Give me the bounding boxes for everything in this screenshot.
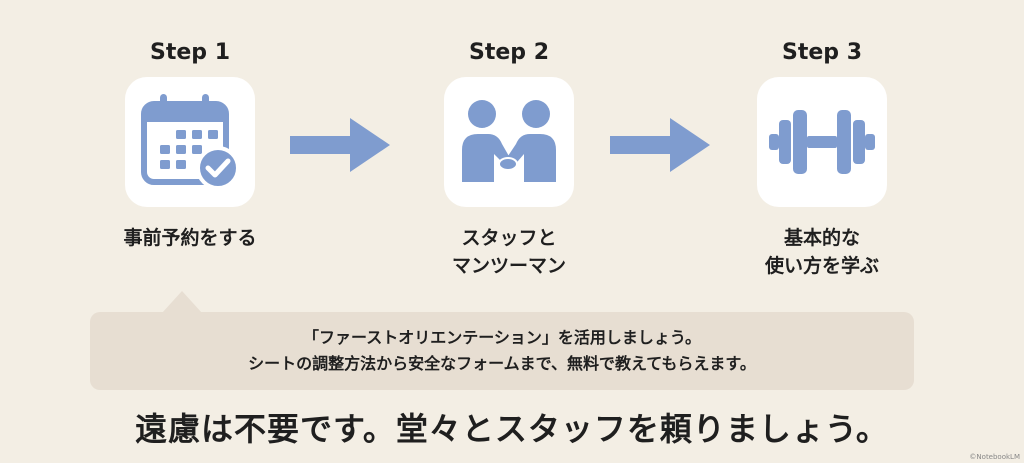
step-3-label-line-1: 基本的な bbox=[783, 227, 860, 249]
right-arrow-icon bbox=[290, 118, 390, 172]
step-1-title: Step 1 bbox=[150, 40, 230, 65]
right-arrow-icon bbox=[610, 118, 710, 172]
step-1-label: 事前予約をする bbox=[80, 225, 300, 253]
step-2-label: スタッフと マンツーマン bbox=[399, 225, 619, 280]
step-3-label-line-2: 使い方を学ぶ bbox=[764, 254, 879, 277]
step-1-label-line: 事前予約をする bbox=[123, 227, 257, 249]
note-line-2: シートの調整方法から安全なフォームまで、無料で教えてもらえます。 bbox=[248, 354, 756, 373]
step-2-icon-card bbox=[444, 77, 574, 207]
step-2: Step 2 スタッフと マンツーマン bbox=[399, 40, 619, 280]
step-3-label: 基本的な 使い方を学ぶ bbox=[712, 225, 932, 280]
step-2-label-line-1: スタッフと bbox=[461, 227, 557, 249]
orientation-note: 「ファーストオリエンテーション」を活用しましょう。 シートの調整方法から安全なフ… bbox=[90, 312, 914, 390]
step-2-label-line-2: マンツーマン bbox=[451, 254, 566, 277]
step-2-title: Step 2 bbox=[469, 40, 549, 65]
dumbbell-icon bbox=[769, 110, 875, 174]
step-1-icon-card bbox=[125, 77, 255, 207]
note-line-1: 「ファーストオリエンテーション」を活用しましょう。 bbox=[303, 328, 701, 348]
step-3-icon-card bbox=[757, 77, 887, 207]
footer-message: 遠慮は不要です。堂々とスタッフを頼りましょう。 bbox=[135, 410, 889, 448]
step-1: Step 1 事前予約をする bbox=[80, 40, 300, 253]
step-3: Step 3 基本的な 使い方を学ぶ bbox=[712, 40, 932, 280]
note-pointer bbox=[162, 291, 202, 313]
calendar-check-icon bbox=[141, 94, 240, 190]
credit-text: ©NotebookLM bbox=[969, 453, 1020, 461]
handshake-icon bbox=[462, 100, 556, 182]
step-3-title: Step 3 bbox=[782, 40, 862, 65]
